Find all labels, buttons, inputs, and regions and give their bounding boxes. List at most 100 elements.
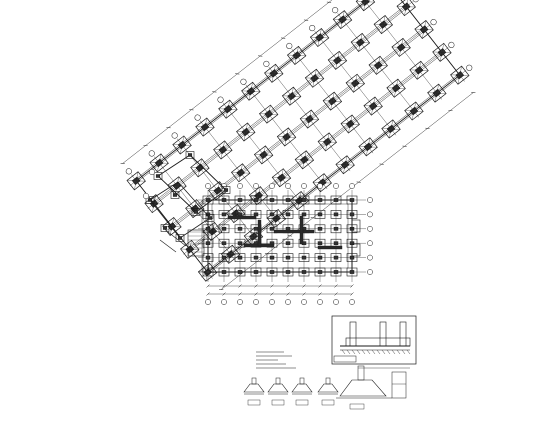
wing-footing <box>281 86 302 106</box>
wing-footing <box>264 63 284 83</box>
main-footing <box>346 195 358 205</box>
corner-footing <box>145 196 155 204</box>
main-column <box>237 198 243 202</box>
wing-footing <box>350 32 371 52</box>
main-footing <box>330 195 342 205</box>
main-footing <box>314 224 326 234</box>
corner-column <box>172 193 178 197</box>
main-column <box>333 255 339 260</box>
wing-footing <box>185 199 205 219</box>
corner-axis-bubble <box>142 192 150 200</box>
wing-axis-bubble <box>148 150 155 157</box>
main-footing <box>282 195 294 205</box>
main-column <box>349 255 355 260</box>
main-footing <box>330 210 342 219</box>
wing-footing <box>172 135 192 155</box>
main-footing <box>234 195 246 205</box>
main-axis-bubble-bottom <box>317 299 323 305</box>
section-beam <box>345 337 411 347</box>
footing-detail <box>267 377 289 406</box>
wing-footing <box>299 109 320 129</box>
wing-grid-axis <box>165 24 431 232</box>
main-footing <box>330 253 342 262</box>
corner-footing <box>221 186 231 194</box>
wing-grid-axis <box>183 47 449 255</box>
main-footing <box>234 224 246 234</box>
main-column <box>301 198 307 202</box>
main-footing <box>330 267 342 277</box>
main-column <box>269 226 275 231</box>
wing-footing <box>340 114 360 134</box>
main-column <box>333 270 339 274</box>
main-shear-wall <box>257 219 262 247</box>
footing-detail-drawings <box>243 365 407 410</box>
main-axis-bubble-top <box>349 183 355 189</box>
main-footing <box>218 195 230 205</box>
main-footing <box>282 253 294 262</box>
main-column <box>317 241 323 246</box>
main-column <box>333 241 339 246</box>
wing-footing <box>162 216 182 237</box>
main-column <box>317 212 323 217</box>
wing-tie-beam <box>153 5 406 203</box>
main-footing <box>282 210 294 219</box>
wing-column <box>361 0 370 6</box>
wing-axis-bubble <box>412 0 419 3</box>
wing-tie-beam <box>135 0 388 180</box>
main-footing <box>250 253 262 262</box>
main-footing <box>250 195 262 205</box>
main-axis-bubble-bottom <box>333 299 339 305</box>
wing-footing <box>190 158 210 178</box>
wing-footing <box>381 119 401 139</box>
main-footing <box>346 210 358 219</box>
main-column <box>285 241 291 246</box>
section-label-box <box>333 355 357 363</box>
wing-footing <box>195 117 215 137</box>
main-column <box>221 226 227 231</box>
main-footing <box>218 238 230 248</box>
main-footing <box>202 224 214 234</box>
corner-column <box>193 210 199 214</box>
main-axis-bubble-bottom <box>301 299 307 305</box>
wing-axis-bubble <box>466 64 473 71</box>
main-footing <box>234 253 246 262</box>
main-shear-wall <box>227 215 257 220</box>
main-column <box>317 226 323 231</box>
main-axis-bubble-bottom <box>237 299 243 305</box>
footing-detail-label-box <box>271 399 285 406</box>
wing-axis-bubble <box>125 168 132 175</box>
main-column <box>333 212 339 217</box>
corner-column <box>187 153 193 157</box>
main-shear-wall <box>299 215 304 245</box>
wing-dimension-line <box>122 0 375 164</box>
main-axis-bubble-right <box>367 240 373 247</box>
main-axis-bubble-top <box>301 183 307 189</box>
wing-footing <box>213 140 233 160</box>
main-column <box>269 255 275 260</box>
main-column <box>205 226 211 231</box>
wing-footing <box>236 122 256 142</box>
footing-detail-label-box <box>295 399 309 406</box>
wing-tie-beam <box>188 51 442 249</box>
main-column <box>221 270 227 274</box>
wing-footing <box>149 153 169 173</box>
main-footing <box>314 210 326 219</box>
main-shear-wall <box>317 245 343 250</box>
main-footing <box>282 267 294 277</box>
wing-footing <box>335 155 355 175</box>
main-footing <box>218 267 230 277</box>
wing-grid-axis <box>383 0 465 82</box>
main-column <box>349 212 355 217</box>
main-column <box>269 198 275 202</box>
main-axis-bubble-right <box>367 254 373 261</box>
wing-footing <box>294 150 315 170</box>
wing-footing <box>180 239 200 259</box>
main-footing <box>266 224 278 234</box>
section-column <box>399 321 407 347</box>
main-column <box>253 198 259 202</box>
main-column <box>269 212 275 217</box>
main-axis-bubble-right <box>367 211 373 218</box>
rotated-wing-plan <box>120 0 476 291</box>
main-block-inner-outline <box>211 203 349 269</box>
main-column <box>301 255 307 260</box>
